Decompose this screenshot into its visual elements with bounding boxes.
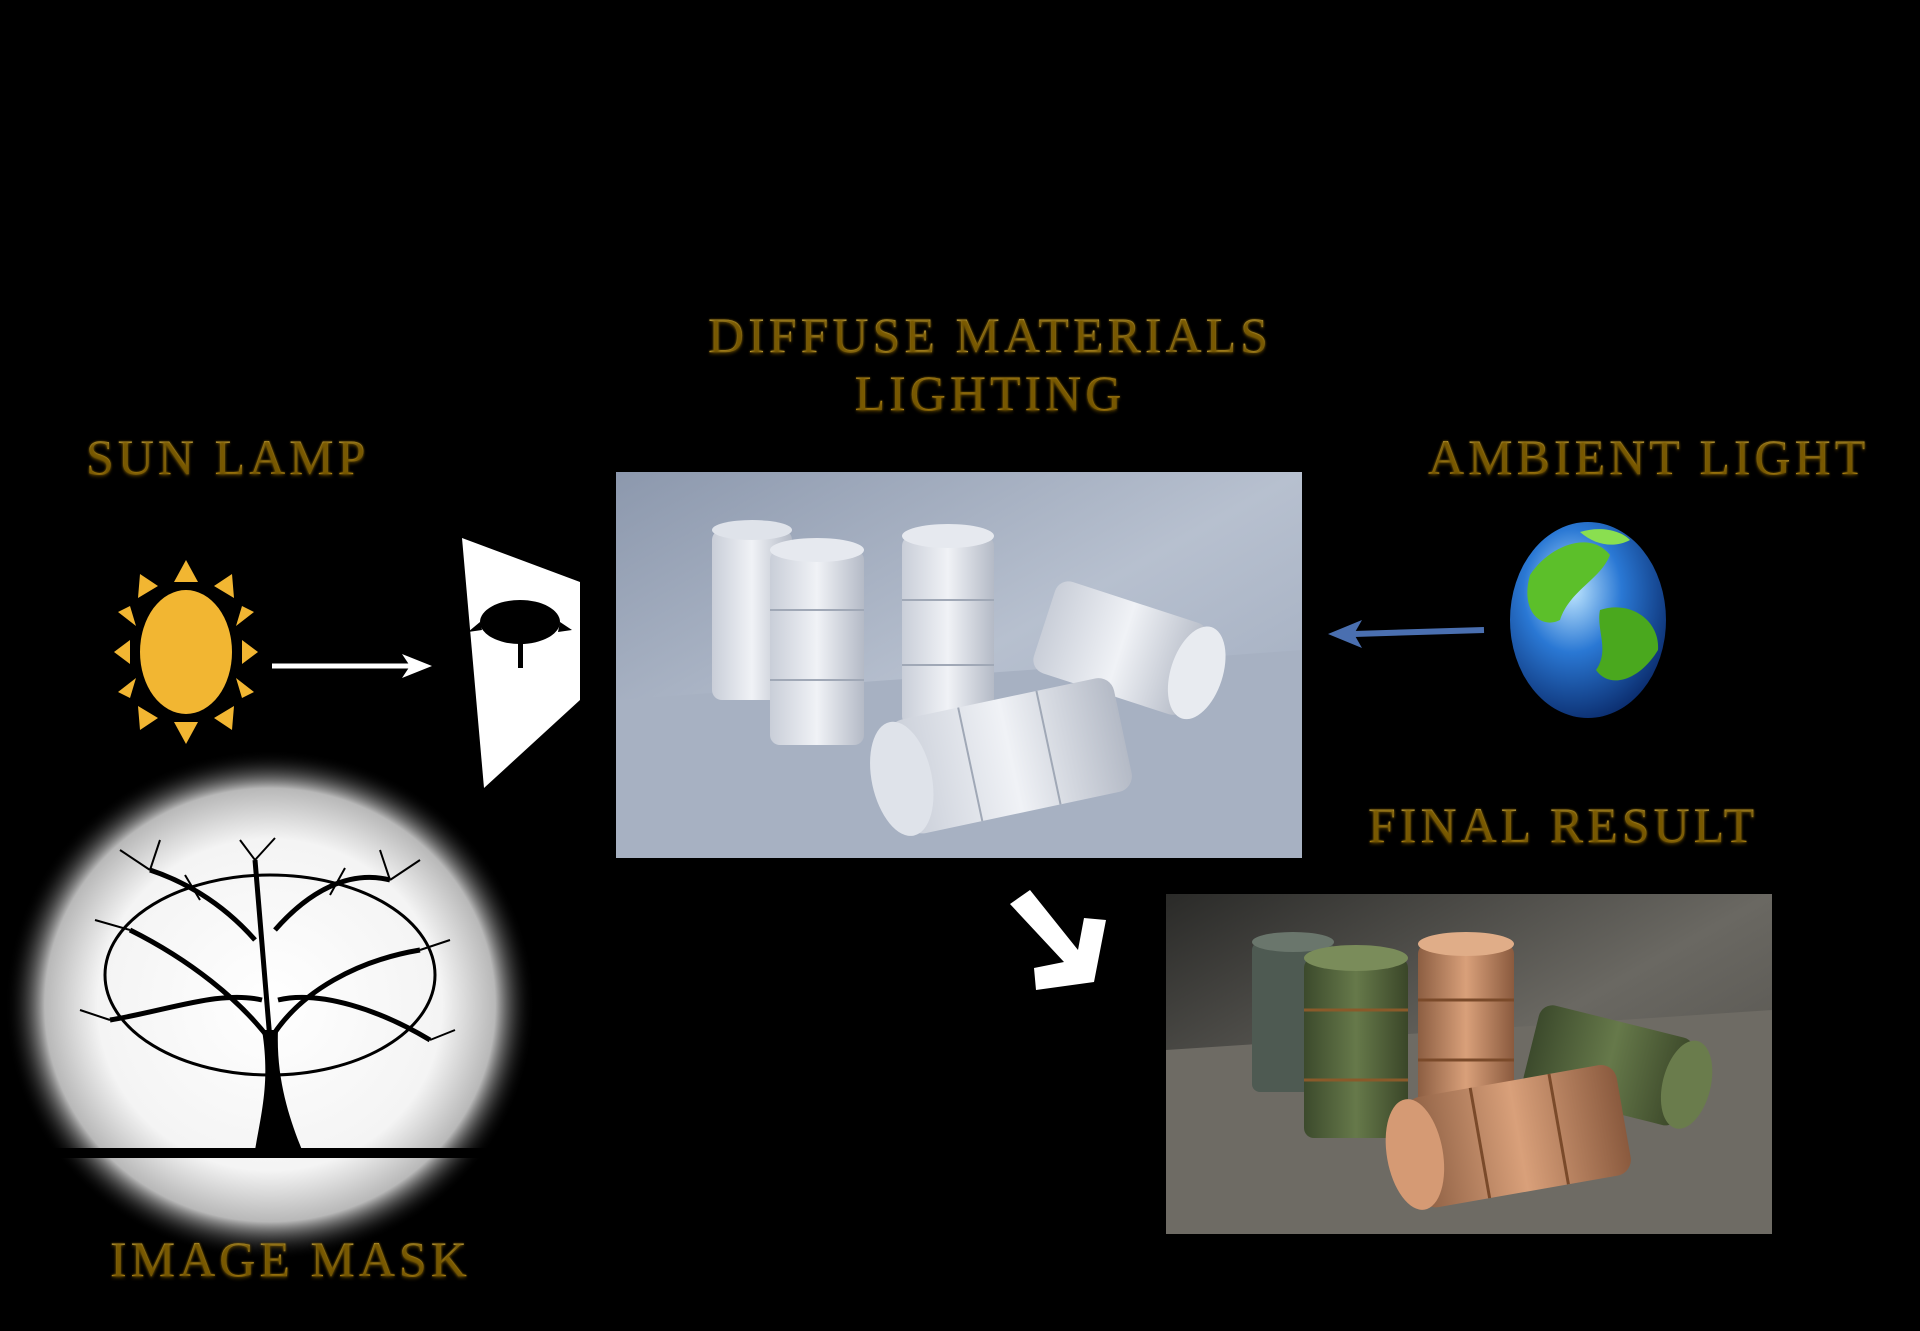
image-mask-tree [5, 750, 535, 1260]
tree-silhouette [40, 837, 500, 1158]
image-mask-label: IMAGE MASK [110, 1231, 471, 1287]
diffuse-lighting-label: DIFFUSE MATERIALS LIGHTING [700, 306, 1280, 422]
sun-icon [114, 560, 258, 744]
diffuse-render-panel [616, 472, 1302, 858]
final-barrel-lying [1385, 1065, 1631, 1210]
final-barrel [1304, 945, 1408, 1138]
diffuse-barrel-lying [1033, 581, 1226, 720]
final-result-label: FINAL RESULT [1368, 797, 1759, 853]
diffuse-barrel [902, 524, 994, 726]
arrow-ambient-to-diffuse [1328, 620, 1485, 648]
diffuse-barrel-lying [870, 678, 1132, 836]
arrow-diffuse-to-final [1010, 890, 1106, 990]
sun-lamp-label: SUN LAMP [86, 429, 370, 485]
final-render-panel [1166, 894, 1772, 1234]
final-barrel [1418, 932, 1514, 1114]
ambient-light-label: AMBIENT LIGHT [1428, 429, 1870, 485]
tree-mask-plane [462, 538, 580, 788]
diffuse-label-line1: DIFFUSE MATERIALS [708, 307, 1272, 363]
arrow-sun-to-mask [272, 654, 432, 678]
diffuse-barrel [770, 538, 864, 745]
earth-globe-icon [1510, 522, 1666, 718]
diffuse-label-line2: LIGHTING [854, 365, 1126, 421]
